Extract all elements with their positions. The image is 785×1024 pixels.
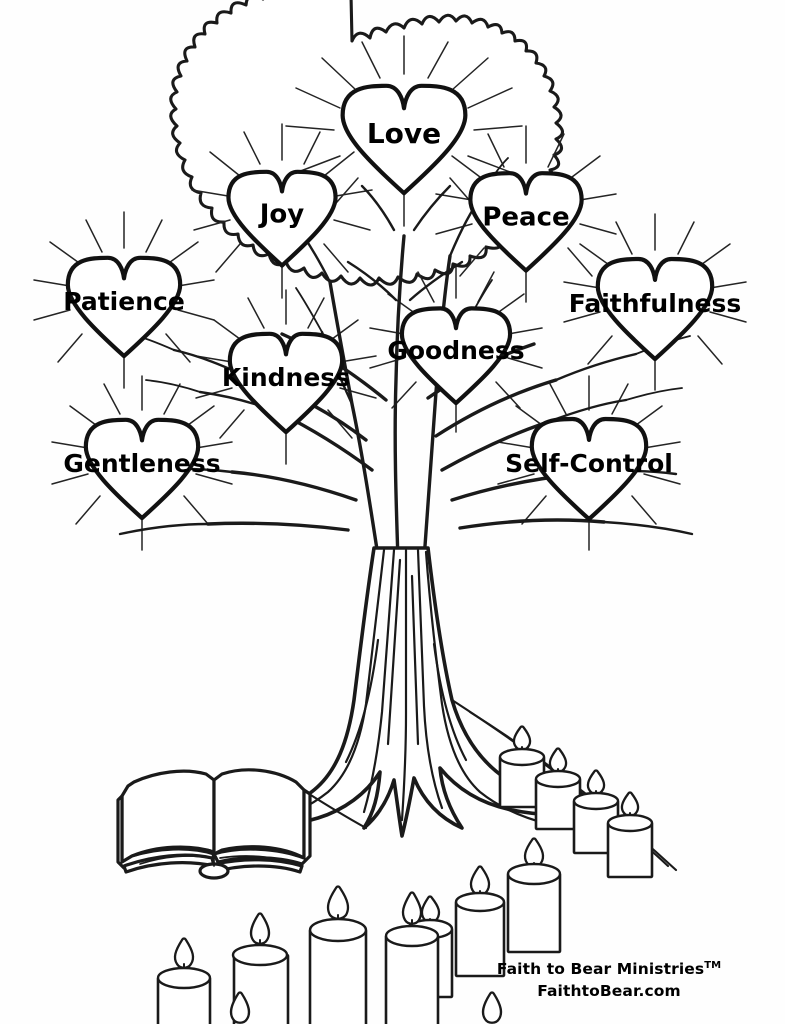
book-page-lines	[133, 847, 297, 865]
website-url: FaithtoBear.com	[537, 982, 681, 1000]
ministry-name: Faith to Bear MinistriesTM	[459, 958, 759, 980]
heart-icon	[226, 169, 338, 268]
heart-icon	[529, 416, 649, 522]
trademark-symbol: TM	[704, 959, 722, 971]
heart-love[interactable]: Love	[340, 83, 468, 196]
heart-faithfulness[interactable]: Faithfulness	[569, 256, 742, 362]
candle	[156, 937, 212, 1024]
candle-group-bottom	[156, 885, 503, 1024]
heart-patience[interactable]: Patience	[63, 255, 185, 359]
heart-peace[interactable]: Peace	[468, 171, 584, 273]
candle	[481, 991, 503, 1024]
candle-group-right-slope	[498, 725, 654, 879]
heart-label: Love	[367, 117, 441, 150]
candle	[454, 865, 506, 978]
heart-goodness[interactable]: Goodness	[387, 306, 525, 406]
heart-icon	[340, 83, 468, 196]
candle	[506, 837, 562, 954]
heart-icon	[595, 256, 715, 362]
candle	[606, 791, 654, 879]
candle-group-middle	[406, 837, 562, 999]
heart-self-control[interactable]: Self-Control	[505, 416, 673, 522]
heart-label: Joy	[258, 200, 305, 230]
ministry-name-text: Faith to Bear Ministries	[496, 960, 705, 978]
footer-branding: Faith to Bear MinistriesTM FaithtoBear.c…	[459, 958, 759, 1002]
heart-label: Faithfulness	[569, 289, 742, 318]
heart-icon	[65, 255, 183, 359]
heart-icon	[227, 331, 345, 435]
heart-icon	[468, 171, 584, 273]
heart-joy[interactable]: Joy	[226, 169, 338, 268]
book-right-page	[212, 768, 306, 860]
heart-label: Goodness	[387, 336, 524, 365]
heart-label: Kindness	[222, 363, 350, 392]
heart-rays	[33, 35, 747, 551]
candle	[229, 912, 290, 1024]
heart-label: Patience	[63, 287, 185, 316]
heart-label: Self-Control	[505, 449, 673, 478]
heart-icon	[399, 306, 513, 406]
heart-label: Gentleness	[63, 449, 220, 478]
heart-gentleness[interactable]: Gentleness	[63, 417, 221, 521]
open-book	[116, 768, 312, 880]
heart-kindness[interactable]: Kindness	[222, 331, 350, 435]
candle	[308, 885, 368, 1024]
trunk-bark-lines	[260, 548, 550, 826]
heart-icon	[83, 417, 201, 521]
heart-label: Peace	[482, 203, 569, 233]
candle	[384, 891, 440, 1024]
